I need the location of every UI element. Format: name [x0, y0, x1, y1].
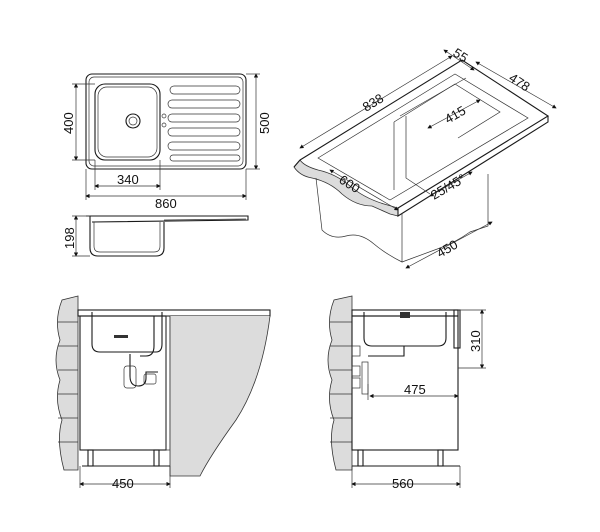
- drainer-grooves: [161, 85, 241, 162]
- drain-icon: [125, 113, 141, 129]
- dim-bowl-width: 340: [117, 172, 139, 187]
- dim-bowl-depth: 400: [61, 112, 76, 134]
- adjacent-unit: [169, 315, 271, 477]
- dim-side-drain: 475: [404, 382, 426, 397]
- siphon: [129, 354, 158, 387]
- sink-outline: [85, 73, 247, 170]
- isometric-view: 838 55 478 415 600 25/45° 450: [293, 45, 557, 269]
- wall-left: [55, 295, 79, 471]
- dim-iso-flange: 55: [450, 45, 470, 65]
- side-install-view: 310 475 560: [327, 295, 486, 491]
- dim-side-cabinet: 560: [392, 476, 414, 491]
- bowl-outline: [94, 83, 161, 161]
- section-view: 198: [62, 215, 249, 257]
- wall-right: [327, 295, 353, 471]
- dim-top-width: 860: [155, 196, 177, 211]
- top-view: 400 500 340 860: [61, 73, 272, 211]
- dim-iso-drainer: 415: [442, 103, 468, 127]
- bowl-section: [89, 216, 165, 257]
- dim-iso-radius: 25/45°: [428, 171, 468, 203]
- dim-section-depth: 198: [62, 227, 77, 249]
- dim-top-depth: 500: [257, 112, 272, 134]
- front-install-view: 450: [55, 295, 271, 491]
- dim-side-height: 310: [468, 330, 483, 352]
- dim-iso-depth: 478: [506, 70, 532, 94]
- dim-front-cabinet: 450: [112, 476, 134, 491]
- dim-iso-length: 838: [360, 91, 386, 115]
